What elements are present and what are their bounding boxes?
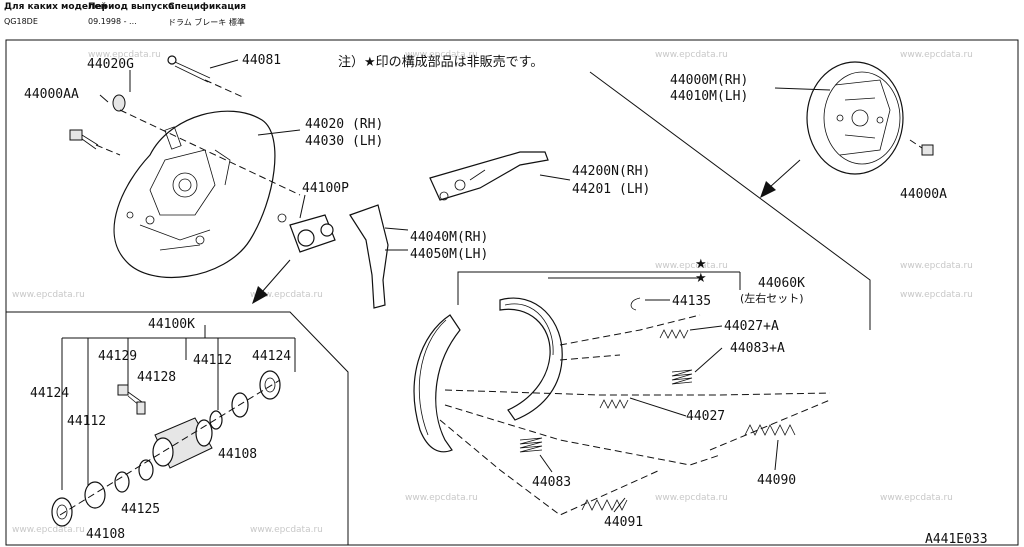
brake-shoe-front (413, 314, 461, 453)
label-44124-upper: 44124 (252, 349, 291, 364)
cylinder-parts (51, 370, 281, 527)
label-44000aa: 44000AA (24, 87, 79, 102)
label-44201: 44201 (LH) (572, 182, 650, 197)
star-marker: ★ (695, 257, 707, 272)
label-44108-lower: 44108 (86, 527, 125, 542)
detail-inset (6, 311, 349, 545)
spring-path (444, 389, 831, 396)
watermark: www.epcdata.ru (88, 50, 161, 60)
parking-lever-44200n (429, 151, 549, 201)
label-44090: 44090 (757, 473, 796, 488)
diagram-code: A441E033 (925, 532, 988, 547)
spring-44083a (671, 369, 693, 385)
spring-44027a (659, 329, 689, 339)
watermark: www.epcdata.ru (900, 261, 973, 271)
label-44125: 44125 (121, 502, 160, 517)
brake-shoe-rear (499, 297, 563, 421)
label-44091: 44091 (604, 515, 643, 530)
header-period-value: 09.1998 - ... (88, 17, 137, 26)
header-model-value: QG18DE (4, 17, 38, 26)
spring-44091 (581, 499, 628, 511)
label-44030: 44030 (LH) (305, 134, 383, 149)
watermark: www.epcdata.ru (655, 261, 728, 271)
label-44128: 44128 (137, 370, 176, 385)
header-period-title: Период выпуска (88, 2, 175, 12)
label-44000a: 44000A (900, 187, 947, 202)
label-44083a: 44083+A (730, 341, 785, 356)
label-44027: 44027 (686, 409, 725, 424)
backing-plate (113, 110, 276, 279)
watermark: www.epcdata.ru (250, 290, 323, 300)
label-44020g: 44020G (87, 57, 134, 72)
label-44060k-sub: (左右セット) (740, 291, 804, 305)
arrow-to-detail (252, 259, 291, 304)
spring-44027 (599, 399, 629, 409)
watermark: www.epcdata.ru (880, 493, 953, 503)
label-44060k: 44060K (758, 276, 805, 291)
label-44135: 44135 (672, 294, 711, 309)
label-44200n: 44200N(RH) (572, 164, 650, 179)
header-spec-value: ドラム ブレーキ 標準 (168, 18, 245, 27)
spring-path (439, 419, 661, 516)
label-44083: 44083 (532, 475, 571, 490)
label-44112-upper: 44112 (193, 353, 232, 368)
watermark: www.epcdata.ru (12, 290, 85, 300)
spring-44090 (744, 424, 796, 436)
watermark: www.epcdata.ru (655, 50, 728, 60)
watermark: www.epcdata.ru (405, 493, 478, 503)
watermark: www.epcdata.ru (250, 525, 323, 535)
diagram-frame (5, 39, 1019, 546)
hole-plug-44020g (112, 94, 126, 112)
drum-brake-assembly (806, 61, 904, 175)
label-44010m: 44010M(LH) (670, 89, 748, 104)
watermark: www.epcdata.ru (900, 290, 973, 300)
bolt-44081 (167, 55, 211, 83)
watermark: www.epcdata.ru (655, 493, 728, 503)
bolt-44000a (909, 139, 934, 156)
axis-line (119, 109, 301, 196)
watermarks: www.epcdata.ru www.epcdata.ru www.epcdat… (12, 50, 973, 535)
label-44027a: 44027+A (724, 319, 779, 334)
header-models-title: Для каких моделей (4, 2, 107, 12)
axis-line (95, 144, 121, 156)
cylinder-body (152, 417, 213, 469)
label-44108-upper: 44108 (218, 447, 257, 462)
leader-lines (99, 59, 871, 513)
spring-path (559, 314, 701, 361)
clip-44135 (630, 297, 641, 311)
axis-line (204, 79, 246, 99)
label-44100k: 44100K (148, 317, 195, 332)
header-bar: Для каких моделей Период выпуска Специфи… (0, 0, 1024, 36)
label-44020: 44020 (RH) (305, 117, 383, 132)
label-44100p: 44100P (302, 181, 349, 196)
note-text: 注）★印の構成部品は非販売です。 (338, 54, 543, 70)
spring-path (444, 404, 721, 466)
arrow-to-shoes (760, 159, 801, 198)
header-spec-title: Спецификация (168, 2, 247, 12)
label-44050m: 44050M(LH) (410, 247, 488, 262)
label-44000m: 44000M(RH) (670, 73, 748, 88)
label-44129: 44129 (98, 349, 137, 364)
watermark: www.epcdata.ru (900, 50, 973, 60)
label-44112-lower: 44112 (67, 414, 106, 429)
star-marker: ★ (695, 271, 707, 286)
label-44081: 44081 (242, 53, 281, 68)
axis-line (59, 379, 281, 516)
spring-44083 (519, 437, 543, 453)
bolt-44000aa (69, 129, 99, 150)
label-44124-lower: 44124 (30, 386, 69, 401)
part-labels: 44020G 44081 44000AA 44020 (RH) 44030 (L… (24, 53, 988, 547)
watermark: www.epcdata.ru (12, 525, 85, 535)
watermark: www.epcdata.ru (405, 50, 478, 60)
parts-diagram: www.epcdata.ru www.epcdata.ru www.epcdat… (5, 39, 1019, 547)
wheel-cylinder-44100p (277, 213, 336, 253)
label-44040m: 44040M(RH) (410, 230, 488, 245)
adjuster-lever-44040m (349, 204, 389, 309)
